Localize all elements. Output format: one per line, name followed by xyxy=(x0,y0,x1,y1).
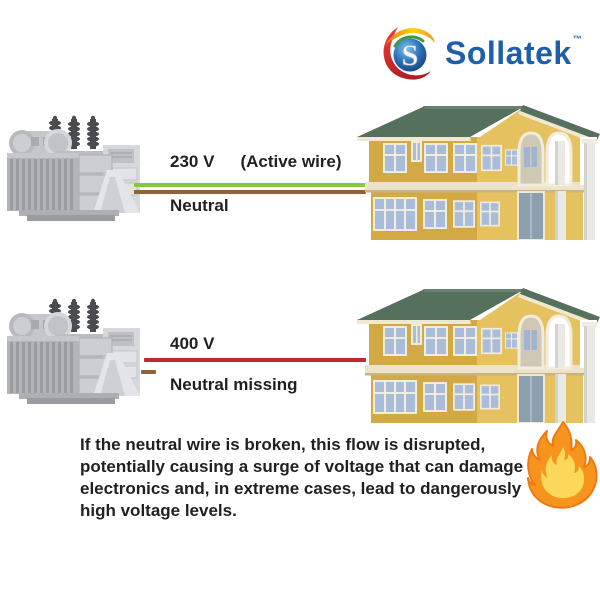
house-illustration xyxy=(357,97,600,240)
brand-name: Sollatek xyxy=(445,35,572,71)
transformer-illustration xyxy=(5,115,140,221)
neutral-label-normal: Neutral xyxy=(170,196,229,215)
house-illustration xyxy=(357,280,600,423)
caption-line: potentially causing a surge of voltage t… xyxy=(80,457,524,476)
active-wire-label: (Active wire) xyxy=(240,152,342,171)
fire-icon xyxy=(527,420,599,510)
sollatek-logo-icon: S xyxy=(383,27,435,80)
broken-neutral-wire-stub xyxy=(141,370,156,374)
normal-wire-labels: 230 V (Active wire) xyxy=(170,152,342,172)
sollatek-logo: S Sollatek ™ xyxy=(381,22,582,84)
neutral-wire-normal xyxy=(134,190,366,194)
explanation-caption: If the neutral wire is broken, this flow… xyxy=(80,434,550,522)
voltage-label-normal: 230 V xyxy=(170,152,215,171)
transformer-illustration xyxy=(5,298,140,404)
caption-line: electronics and, in extreme cases, lead … xyxy=(80,479,522,498)
caption-line: high voltage levels. xyxy=(80,501,237,520)
active-wire-normal xyxy=(134,183,366,187)
neutral-missing-label: Neutral missing xyxy=(170,375,298,394)
caption-line: If the neutral wire is broken, this flow… xyxy=(80,435,486,454)
trademark-symbol: ™ xyxy=(572,34,582,44)
active-wire-fault xyxy=(144,358,366,362)
svg-text:S: S xyxy=(402,39,419,72)
voltage-label-fault: 400 V xyxy=(170,334,215,353)
